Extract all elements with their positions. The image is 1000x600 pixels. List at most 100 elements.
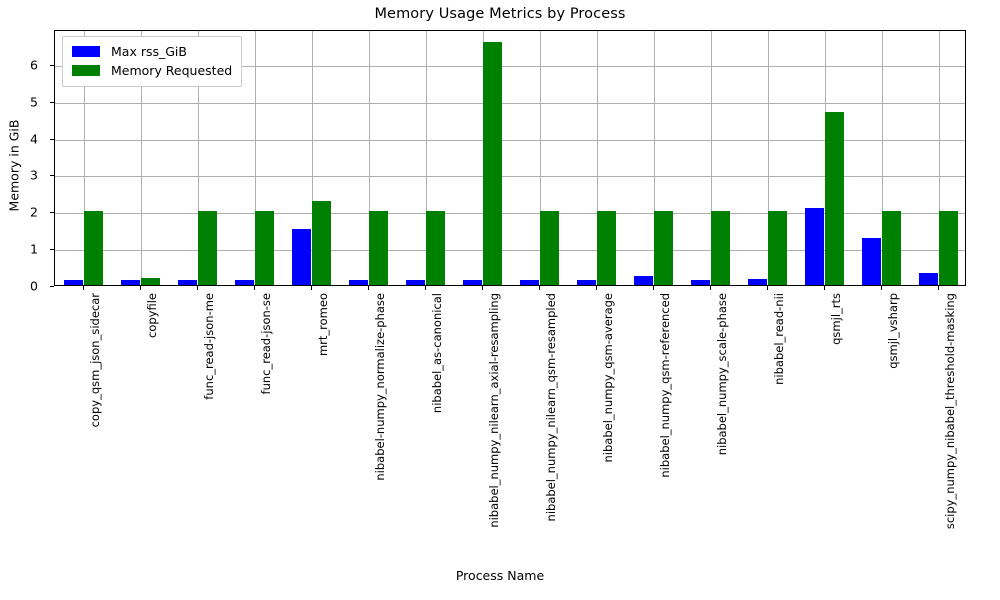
bar-memory-requested [539, 211, 559, 285]
y-axis-tick-mark [50, 286, 54, 287]
x-axis-tick-mark [595, 286, 597, 290]
gridline-vertical [311, 31, 313, 285]
gridline-vertical [83, 31, 85, 285]
x-axis-tick-label: copyfile [144, 293, 159, 338]
x-axis-tick-mark [880, 286, 882, 290]
x-axis-tick-mark [139, 286, 141, 290]
x-axis-tick-mark [481, 286, 483, 290]
bar-max-rss [691, 280, 711, 285]
x-axis-tick-mark [709, 286, 711, 290]
x-axis-tick-label: nibabel_numpy_scale-phase [714, 293, 729, 456]
bar-memory-requested [368, 211, 388, 285]
bar-max-rss [64, 280, 84, 285]
x-axis-label: Process Name [455, 568, 545, 583]
bar-max-rss [235, 280, 255, 285]
x-axis-tick-mark [652, 286, 654, 290]
gridline-vertical [368, 31, 370, 285]
bar-memory-requested [482, 41, 502, 285]
bar-max-rss [805, 208, 825, 285]
bar-memory-requested [824, 111, 844, 285]
gridline-vertical [596, 31, 598, 285]
gridline-vertical [710, 31, 712, 285]
bar-memory-requested [254, 211, 274, 285]
x-axis-tick-label: nibabel-numpy_normalize-phase [372, 293, 387, 481]
bar-max-rss [406, 280, 426, 285]
y-axis-tick-label: 0 [30, 278, 38, 294]
gridline-horizontal [55, 139, 965, 141]
gridline-horizontal [55, 65, 965, 67]
bar-max-rss [463, 280, 483, 285]
y-axis-tick-mark [50, 138, 54, 140]
bar-memory-requested [938, 211, 958, 285]
bar-max-rss [862, 238, 882, 285]
legend-swatch-memory-requested-icon [72, 65, 100, 76]
y-axis-tick-mark [50, 212, 54, 214]
x-axis-tick-label: nibabel_as-canonical [429, 293, 444, 414]
gridline-horizontal [55, 176, 965, 178]
bar-max-rss [634, 275, 654, 285]
plot-area [54, 30, 966, 286]
bar-max-rss [121, 280, 141, 285]
gridline-vertical [539, 31, 541, 285]
x-axis-tick-mark [196, 286, 198, 290]
gridline-horizontal [55, 213, 965, 215]
bar-memory-requested [710, 211, 730, 285]
x-axis-tick-label: nibabel_read-nii [771, 293, 786, 385]
x-axis-tick-label: func_read-json-se [258, 293, 273, 395]
bar-memory-requested [767, 211, 787, 285]
bar-max-rss [919, 272, 939, 285]
y-axis-tick-mark [50, 249, 54, 251]
bar-max-rss [577, 280, 597, 285]
bar-max-rss [292, 228, 312, 285]
x-axis-tick-label: nibabel_numpy_nilearn_axial-resampling [486, 293, 501, 528]
x-axis-tick-label: qsmjl_vsharp [885, 293, 900, 369]
y-axis-tick-mark [50, 101, 54, 103]
y-axis-label: Memory in GiB [6, 119, 22, 212]
y-axis-tick-label: 4 [30, 131, 38, 147]
y-axis-tick-label: 3 [30, 167, 38, 183]
gridline-vertical [254, 31, 256, 285]
x-axis-tick-label: nibabel_numpy_qsm-referenced [657, 293, 672, 478]
bar-max-rss [520, 280, 540, 285]
gridline-vertical [881, 31, 883, 285]
gridline-vertical [197, 31, 199, 285]
chart-legend: Max rss_GiB Memory Requested [62, 36, 243, 87]
gridline-vertical [938, 31, 940, 285]
bar-max-rss [349, 280, 369, 285]
y-axis-tick-mark [50, 64, 54, 66]
gridline-vertical [425, 31, 427, 285]
chart-title: Memory Usage Metrics by Process [374, 6, 626, 22]
bar-memory-requested [425, 211, 445, 285]
x-axis-tick-mark [937, 286, 939, 290]
x-axis-tick-mark [823, 286, 825, 290]
x-axis-tick-label: mrt_romeo [315, 293, 330, 357]
x-axis-tick-label: scipy_numpy_nibabel_threshold-masking [942, 293, 957, 530]
legend-item[interactable]: Memory Requested [72, 61, 232, 80]
x-axis-tick-label: nibabel_numpy_nilearn_qsm-resampled [543, 293, 558, 522]
gridline-vertical [767, 31, 769, 285]
legend-label-memory-requested: Memory Requested [111, 63, 233, 78]
x-axis-tick-mark [367, 286, 369, 290]
bar-memory-requested [653, 211, 673, 285]
gridline-vertical [653, 31, 655, 285]
x-axis-tick-mark [253, 286, 255, 290]
bar-memory-requested [596, 211, 616, 285]
bar-memory-requested [83, 211, 103, 285]
y-axis-tick-mark [50, 175, 54, 177]
gridline-horizontal [55, 102, 965, 104]
x-axis-tick-mark [310, 286, 312, 290]
bar-max-rss [748, 279, 768, 285]
bar-memory-requested [881, 211, 901, 285]
x-axis-tick-label: qsmjl_rts [828, 293, 843, 345]
x-axis-tick-mark [538, 286, 540, 290]
x-axis-tick-mark [82, 286, 84, 290]
x-axis-tick-label: copy_qsm_json_sidecar [87, 293, 102, 428]
y-axis-tick-label: 2 [30, 204, 38, 220]
legend-label-max-rss: Max rss_GiB [111, 44, 187, 59]
gridline-horizontal [55, 250, 965, 252]
bar-memory-requested [311, 201, 331, 285]
bar-max-rss [178, 280, 198, 285]
legend-item[interactable]: Max rss_GiB [72, 42, 232, 61]
y-axis-tick-label: 6 [30, 57, 38, 73]
